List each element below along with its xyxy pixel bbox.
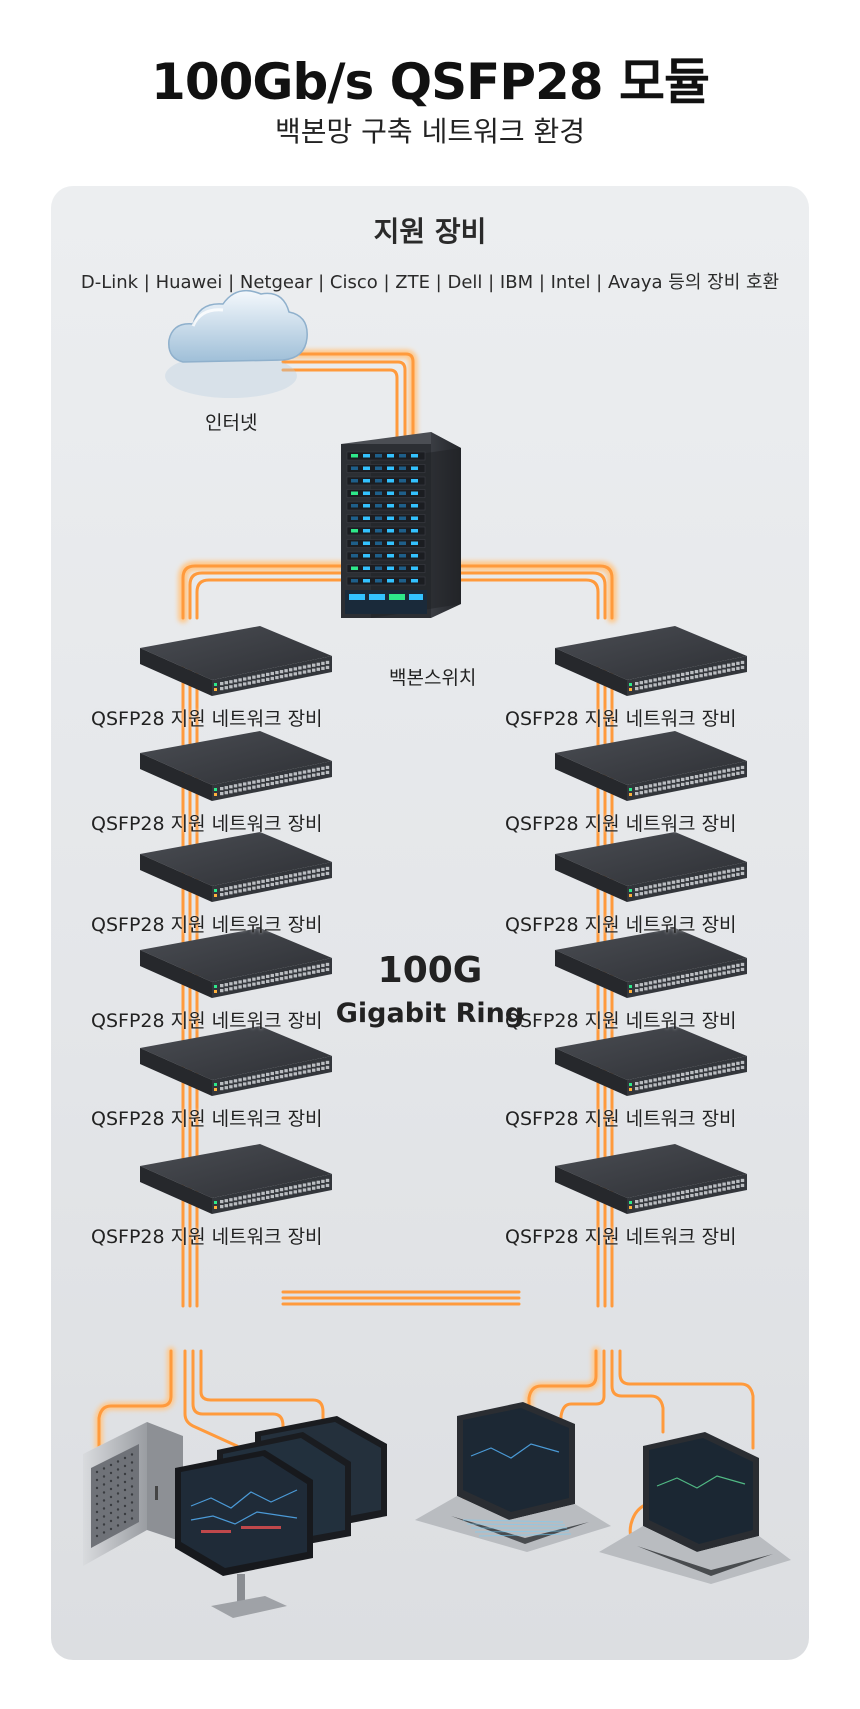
- diagram-canvas: [83, 289, 791, 1618]
- backbone-switch-label: 백본스위치: [389, 667, 477, 689]
- switch-icon: [140, 731, 332, 801]
- switch-icon: [140, 928, 332, 998]
- switch-label: QSFP28 지원 네트워크 장비: [505, 813, 737, 835]
- monitor-icon: [175, 1416, 387, 1618]
- cloud-icon: [165, 289, 308, 398]
- switch-label: QSFP28 지원 네트워크 장비: [91, 708, 323, 730]
- switch-icon: [555, 928, 747, 998]
- backbone-server-icon: [341, 432, 461, 618]
- compat-vendors: D-Link | Huawei | Netgear | Cisco | ZTE …: [80, 272, 780, 293]
- cable-ring-bottom: [277, 1290, 525, 1306]
- switch-icon: [555, 731, 747, 801]
- laptop-icon: [415, 1402, 791, 1584]
- network-diagram-panel: 지원 장비 D-Link | Huawei | Netgear | Cisco …: [51, 186, 809, 1660]
- switch-icon: [140, 626, 332, 696]
- switch-label: QSFP28 지원 네트워크 장비: [91, 1226, 323, 1248]
- switch-label: QSFP28 지원 네트워크 장비: [505, 1226, 737, 1248]
- switch-label: QSFP28 지원 네트워크 장비: [505, 1010, 737, 1032]
- switch-icon: [140, 1144, 332, 1214]
- switch-label: QSFP28 지원 네트워크 장비: [505, 708, 737, 730]
- cable-backbone-right: [454, 561, 617, 623]
- page-title: 100Gb/s QSFP28 모듈: [151, 53, 710, 111]
- cable-internet-backbone: [278, 349, 418, 453]
- switch-icon: [555, 1026, 747, 1096]
- nas-icon: [83, 1422, 183, 1566]
- switch-stack: [140, 626, 747, 1214]
- cable-enddevices-left: [95, 1347, 325, 1452]
- switch-icon: [555, 626, 747, 696]
- switch-icon: [140, 1026, 332, 1096]
- switch-icon: [140, 832, 332, 902]
- panel-title: 지원 장비: [373, 215, 487, 248]
- cable-backbone-left: [178, 561, 346, 623]
- switch-label: QSFP28 지원 네트워크 장비: [91, 813, 323, 835]
- switch-label: QSFP28 지원 네트워크 장비: [91, 1010, 323, 1032]
- ring-name: Gigabit Ring: [335, 998, 525, 1029]
- switch-icon: [555, 832, 747, 902]
- switch-label: QSFP28 지원 네트워크 장비: [505, 1108, 737, 1130]
- switch-label: QSFP28 지원 네트워크 장비: [91, 914, 323, 936]
- ring-speed: 100G: [377, 950, 483, 991]
- switch-icon: [555, 1144, 747, 1214]
- internet-label: 인터넷: [205, 412, 258, 434]
- page-subtitle: 백본망 구축 네트워크 환경: [274, 115, 586, 148]
- switch-label: QSFP28 지원 네트워크 장비: [505, 914, 737, 936]
- switch-label: QSFP28 지원 네트워크 장비: [91, 1108, 323, 1130]
